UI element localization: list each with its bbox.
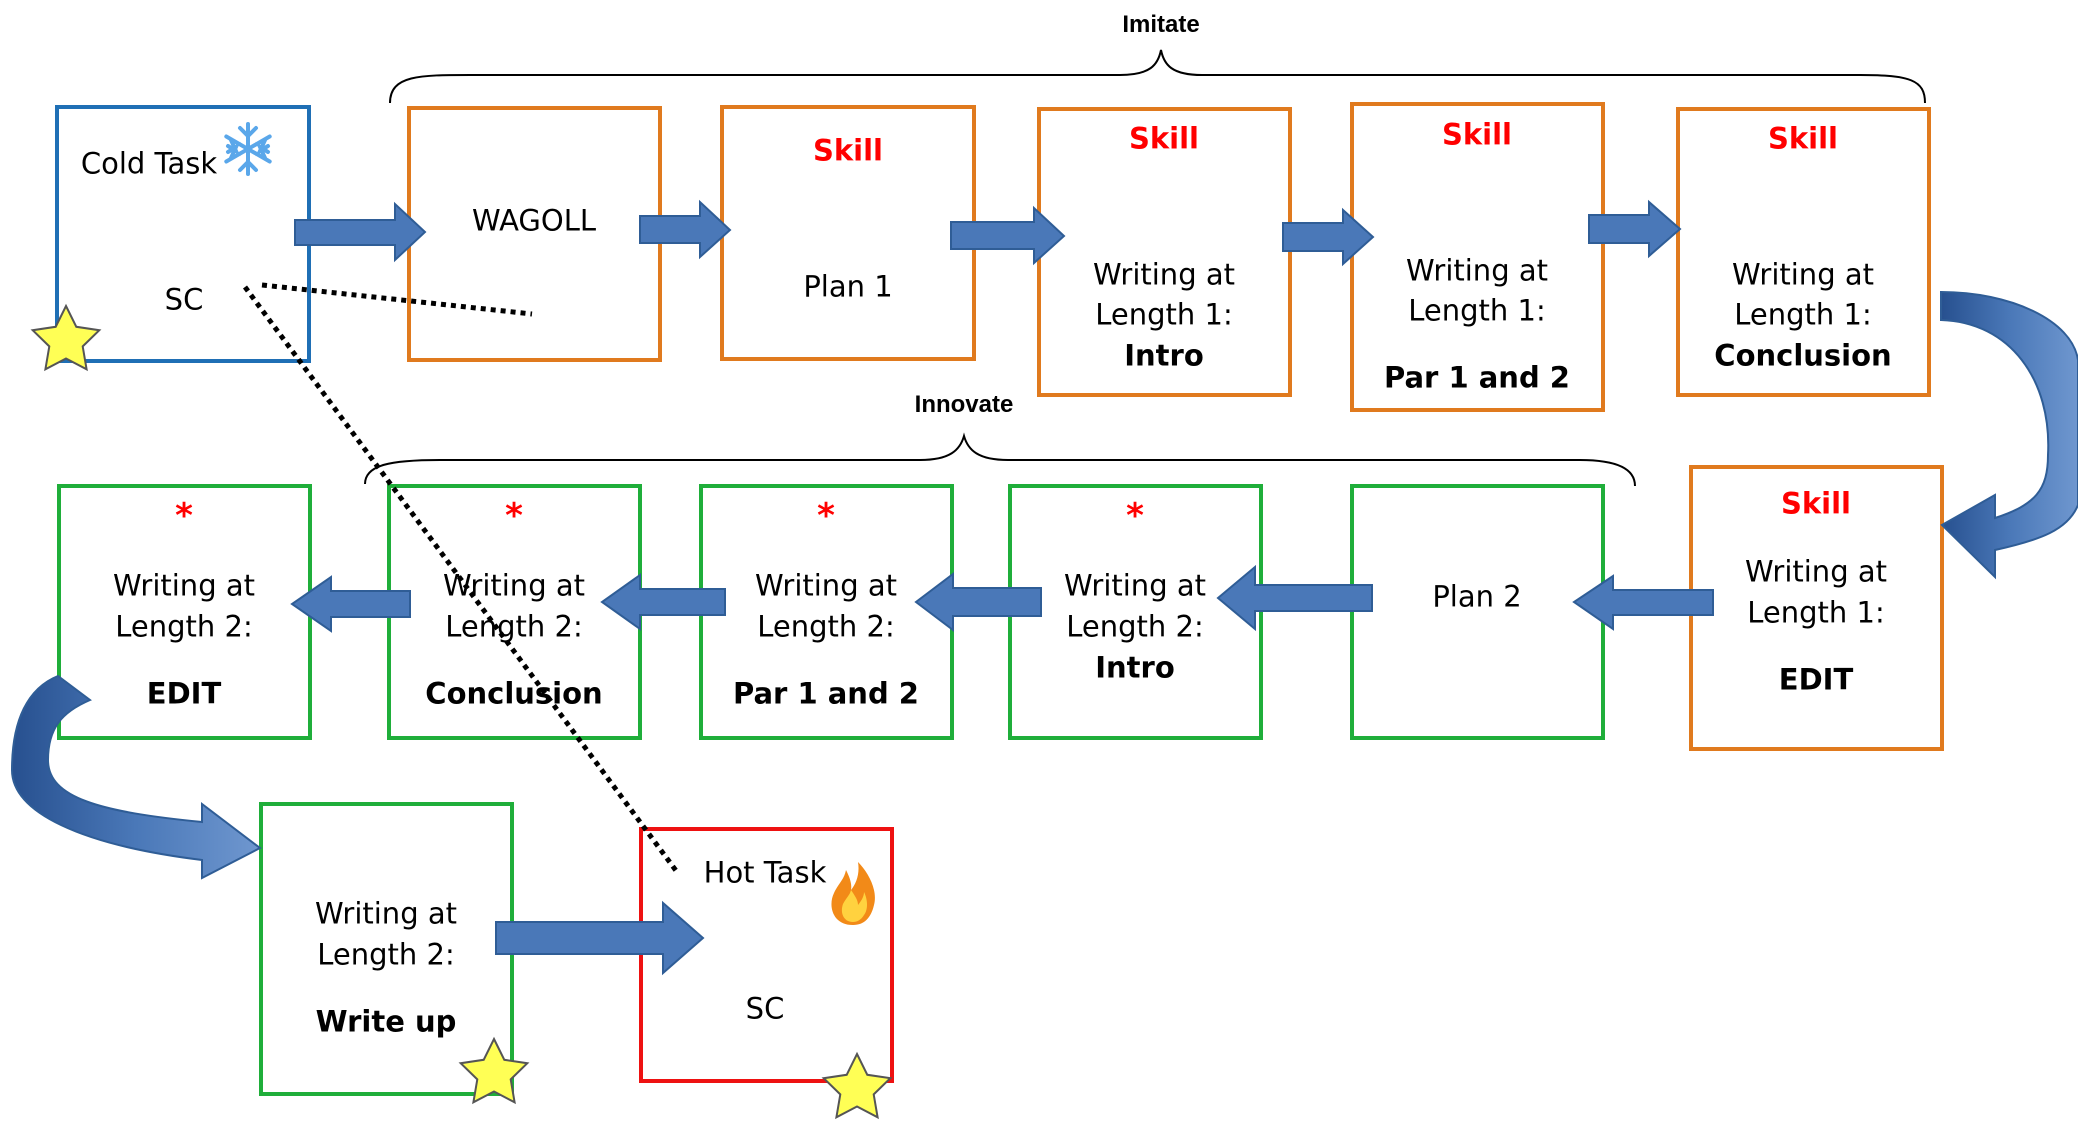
plan1-skill: Skill bbox=[813, 133, 883, 168]
l1-intro-line2: Length 1: bbox=[1095, 297, 1233, 332]
l1-conclusion-skill: Skill bbox=[1768, 121, 1838, 156]
l1-edit-line1: Writing at bbox=[1745, 554, 1887, 589]
arrow-intro2-to-par2 bbox=[914, 571, 1042, 633]
l2-edit-line2: Length 2: bbox=[115, 609, 253, 644]
plan2-label: Plan 2 bbox=[1432, 579, 1522, 614]
l1-edit-skill: Skill bbox=[1781, 486, 1851, 521]
writeup-bold: Write up bbox=[315, 1004, 457, 1039]
l1-conclusion-line1: Writing at bbox=[1732, 257, 1874, 292]
l2-intro-line1: Writing at bbox=[1064, 568, 1206, 603]
l2-par-line1: Writing at bbox=[755, 568, 897, 603]
dotted-line-sc-to-wagoll bbox=[261, 282, 533, 317]
curved-arrow-conclusion-to-edit bbox=[1940, 290, 2078, 580]
l1-par-line1: Writing at bbox=[1406, 253, 1548, 288]
l2-edit-mark: * bbox=[175, 496, 193, 536]
curved-arrow-edit2-to-writeup bbox=[10, 674, 262, 880]
star-writeup bbox=[458, 1036, 530, 1105]
l1-conclusion-box bbox=[1676, 107, 1931, 397]
l1-intro-skill: Skill bbox=[1129, 121, 1199, 156]
arrow-par2-to-conclusion2 bbox=[600, 573, 726, 631]
imitate-brace bbox=[389, 49, 1926, 104]
l1-edit-bold: EDIT bbox=[1778, 662, 1854, 697]
arrow-intro-to-par bbox=[1282, 207, 1375, 267]
star-hot-task bbox=[821, 1051, 893, 1120]
l2-intro-line2: Length 2: bbox=[1066, 609, 1204, 644]
arrow-edit1-to-plan2 bbox=[1572, 574, 1714, 631]
l2-par-bold: Par 1 and 2 bbox=[733, 676, 919, 711]
arrow-plan2-to-intro2 bbox=[1216, 564, 1373, 632]
l2-edit-line1: Writing at bbox=[113, 568, 255, 603]
l1-intro-line1: Writing at bbox=[1093, 257, 1235, 292]
cold-task-sc: SC bbox=[164, 282, 204, 317]
writeup-line1: Writing at bbox=[315, 896, 457, 931]
snowflake-icon bbox=[224, 122, 272, 176]
cold-task-title: Cold Task bbox=[80, 146, 218, 181]
l2-conclusion-mark: * bbox=[505, 496, 523, 536]
innovate-label: Innovate bbox=[914, 391, 1014, 418]
l2-intro-mark: * bbox=[1126, 496, 1144, 536]
innovate-brace bbox=[364, 432, 1636, 487]
arrow-par-to-conclusion bbox=[1588, 199, 1682, 259]
l2-par-line2: Length 2: bbox=[757, 609, 895, 644]
l1-conclusion-bold: Conclusion bbox=[1714, 338, 1892, 373]
dotted-line-sc-to-hot bbox=[242, 285, 680, 874]
arrow-cold-to-wagoll bbox=[294, 201, 427, 263]
l1-edit-line2: Length 1: bbox=[1747, 595, 1885, 630]
hot-task-title: Hot Task bbox=[703, 855, 827, 890]
wagoll-label: WAGOLL bbox=[471, 203, 597, 238]
l2-conclusion-line2: Length 2: bbox=[445, 609, 583, 644]
arrow-wagoll-to-plan1 bbox=[639, 199, 732, 260]
l1-conclusion-line2: Length 1: bbox=[1734, 297, 1872, 332]
fire-icon bbox=[831, 862, 875, 925]
writeup-line2: Length 2: bbox=[317, 937, 455, 972]
arrow-writeup-to-hot bbox=[495, 900, 705, 976]
l2-par-mark: * bbox=[817, 496, 835, 536]
l1-intro-bold: Intro bbox=[1124, 338, 1204, 373]
imitate-label: Imitate bbox=[1122, 11, 1200, 38]
star-cold-task bbox=[30, 303, 102, 372]
arrow-plan1-to-intro bbox=[950, 205, 1066, 266]
l1-par-skill: Skill bbox=[1442, 117, 1512, 152]
l1-par-bold: Par 1 and 2 bbox=[1384, 360, 1570, 395]
l2-edit-bold: EDIT bbox=[146, 676, 222, 711]
hot-task-sc: SC bbox=[745, 991, 785, 1026]
plan1-label: Plan 1 bbox=[803, 269, 893, 304]
l2-conclusion-line1: Writing at bbox=[443, 568, 585, 603]
arrow-conclusion2-to-edit2 bbox=[290, 575, 411, 633]
l2-conclusion-bold: Conclusion bbox=[425, 676, 603, 711]
l2-intro-bold: Intro bbox=[1095, 650, 1175, 685]
l1-par-line2: Length 1: bbox=[1408, 293, 1546, 328]
